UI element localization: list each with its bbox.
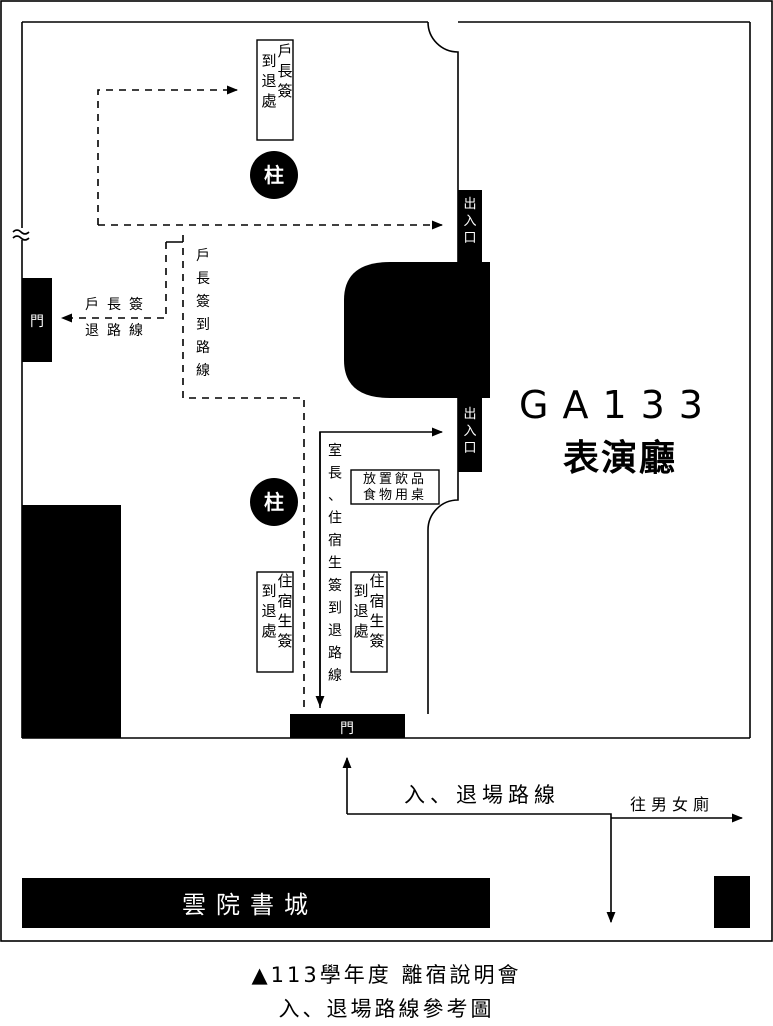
entry-exit-route-label: 入、退場路線 bbox=[404, 783, 560, 807]
caption-line-1: ▲113學年度 離宿說明會 bbox=[251, 963, 522, 987]
vertical-char: 處 bbox=[261, 622, 276, 640]
vertical-char: 路 bbox=[196, 340, 210, 356]
vertical-char: 線 bbox=[328, 668, 342, 684]
household-return-label-top: 戶長簽 bbox=[85, 296, 151, 313]
vertical-char: 入 bbox=[463, 424, 476, 439]
pillar-top bbox=[250, 151, 298, 199]
stage-block bbox=[344, 262, 490, 398]
door-bottom-label: 門 bbox=[340, 721, 354, 737]
vertical-char: 入 bbox=[463, 214, 476, 229]
vertical-char: 簽 bbox=[328, 577, 342, 594]
hall-code: GA133 bbox=[519, 383, 717, 427]
vertical-char: 宿 bbox=[277, 592, 292, 610]
vertical-char: 宿 bbox=[328, 532, 342, 549]
vertical-char: 處 bbox=[261, 92, 276, 110]
restroom-block bbox=[714, 876, 750, 928]
vertical-char: 到 bbox=[328, 601, 342, 617]
vertical-char: 住 bbox=[328, 511, 342, 527]
vertical-char: 到 bbox=[353, 582, 368, 600]
vertical-char: 出 bbox=[463, 407, 476, 422]
vertical-char: 口 bbox=[463, 441, 476, 456]
left-block bbox=[22, 505, 121, 738]
hall-wall bbox=[427, 21, 459, 714]
vertical-char: 處 bbox=[353, 622, 368, 640]
household-return-route bbox=[60, 242, 167, 323]
household-route-down bbox=[182, 235, 305, 440]
exit-entrance-bottom bbox=[458, 398, 482, 472]
vertical-char: 室 bbox=[328, 442, 342, 459]
food-table-label-bottom: 食物用桌 bbox=[363, 487, 427, 503]
vertical-char: 住 bbox=[369, 572, 384, 590]
food-table-box bbox=[350, 469, 440, 505]
exit-entrance-top-label: 出入口 bbox=[463, 197, 476, 246]
door-left bbox=[22, 278, 52, 362]
door-bottom bbox=[290, 714, 405, 738]
wall-break-mark bbox=[12, 229, 30, 241]
household-return-label-bottom: 退路線 bbox=[85, 323, 151, 339]
vertical-char: 簽 bbox=[277, 632, 292, 650]
vertical-char: 口 bbox=[463, 231, 476, 246]
vertical-char: 生 bbox=[369, 612, 384, 630]
vertical-char: 到 bbox=[261, 582, 276, 600]
yunyuan-block bbox=[22, 878, 490, 928]
vertical-char: 生 bbox=[277, 612, 292, 630]
vertical-char: 退 bbox=[328, 623, 342, 639]
household-area-box bbox=[256, 39, 294, 141]
hall-name: 表演廳 bbox=[563, 437, 677, 479]
vertical-char: 路 bbox=[328, 646, 342, 662]
vertical-char: 長 bbox=[328, 466, 342, 482]
vertical-char: 長 bbox=[277, 62, 292, 80]
to-restroom-label: 往男女廁 bbox=[630, 795, 714, 814]
pillar-bottom-label: 柱 bbox=[264, 490, 284, 514]
dorm-area-right-box bbox=[350, 571, 388, 673]
vertical-char: 簽 bbox=[277, 82, 292, 100]
outer-frame bbox=[0, 0, 773, 942]
vertical-char: 出 bbox=[463, 197, 476, 212]
door-left-label: 門 bbox=[30, 314, 44, 330]
vertical-char: 宿 bbox=[369, 592, 384, 610]
exit-entrance-bottom-label: 出入口 bbox=[463, 407, 476, 456]
vertical-char: 、 bbox=[328, 488, 342, 504]
vertical-char: 戶 bbox=[196, 248, 210, 264]
vertical-char: 退 bbox=[261, 602, 276, 620]
household-route-top bbox=[97, 85, 239, 225]
vertical-char: 生 bbox=[328, 556, 342, 572]
vertical-char: 門 bbox=[30, 314, 44, 330]
caption-line-2: 入、退場路線參考圖 bbox=[278, 997, 495, 1021]
vertical-char: 退 bbox=[261, 72, 276, 90]
entry-route-down bbox=[347, 813, 616, 924]
exit-entrance-top bbox=[458, 190, 482, 262]
vertical-char: 線 bbox=[196, 363, 210, 379]
vertical-char: 簽 bbox=[369, 632, 384, 650]
vertical-char: 戶 bbox=[277, 42, 292, 60]
vertical-char: 退 bbox=[353, 602, 368, 620]
vertical-char: 長 bbox=[196, 271, 210, 287]
pillar-bottom bbox=[250, 478, 298, 526]
food-table-label-top: 放置飲品 bbox=[363, 471, 427, 487]
yunyuan-label: 雲院書城 bbox=[182, 891, 318, 919]
dorm-area-left-box bbox=[256, 571, 294, 673]
vertical-char: 到 bbox=[196, 317, 210, 333]
vertical-char: 簽 bbox=[196, 293, 210, 310]
pillar-top-label: 柱 bbox=[264, 163, 284, 187]
vertical-char: 到 bbox=[261, 52, 276, 70]
caption: ▲113學年度 離宿說明會 入、退場路線參考圖 bbox=[0, 958, 773, 1026]
vertical-char: 住 bbox=[277, 572, 292, 590]
